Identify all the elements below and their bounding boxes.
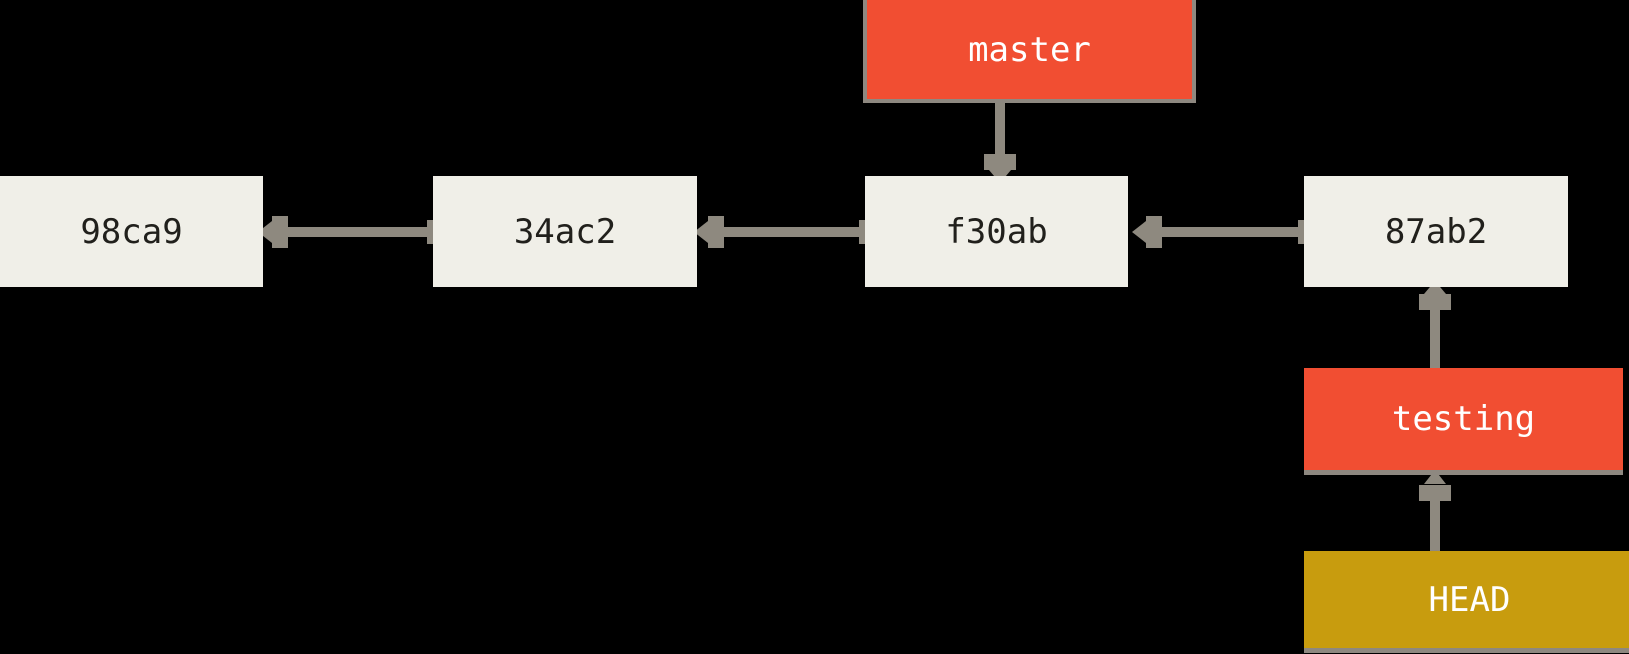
commit-node-98ca9: 98ca9: [0, 176, 263, 287]
commit-id-label: 98ca9: [80, 211, 183, 252]
commit-node-87ab2: 87ab2: [1304, 176, 1568, 287]
branch-ref-label: testing: [1391, 399, 1536, 439]
commit-id-label: 87ab2: [1384, 211, 1488, 252]
commit-node-34ac2: 34ac2: [433, 176, 697, 287]
arrow-head-to-testing: [1419, 470, 1451, 551]
arrowhead-icon: [694, 221, 708, 243]
branch-ref-testing: testing: [1304, 368, 1623, 475]
arrow-f30ab-to-34ac2: [694, 216, 865, 248]
arrow-87ab2-to-f30ab: [1132, 216, 1304, 248]
head-ref-label: HEAD: [1428, 579, 1511, 620]
head-ref: HEAD: [1304, 551, 1629, 653]
commit-node-f30ab: f30ab: [865, 176, 1128, 287]
commit-id-label: 34ac2: [513, 211, 617, 252]
arrow-testing-to-87ab2: [1419, 281, 1451, 368]
commit-id-label: f30ab: [945, 211, 1048, 252]
branch-ref-master: master: [863, 0, 1196, 103]
arrow-34ac2-to-98ca9: [258, 216, 433, 248]
arrowhead-icon: [258, 221, 272, 243]
arrowhead-icon: [1424, 281, 1446, 294]
branch-ref-label: master: [968, 29, 1091, 70]
arrowhead-icon: [1132, 221, 1146, 243]
arrowhead-icon: [1424, 470, 1446, 484]
arrow-master-to-f30ab: [984, 103, 1016, 183]
